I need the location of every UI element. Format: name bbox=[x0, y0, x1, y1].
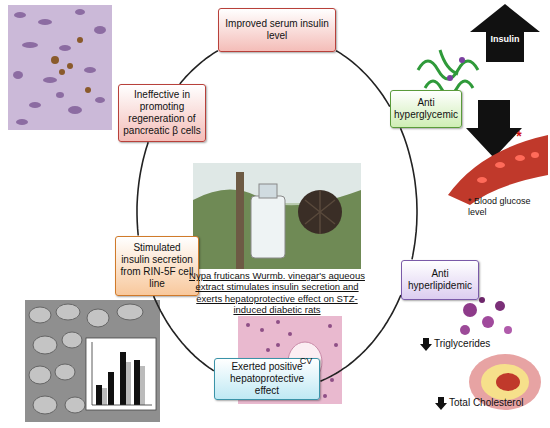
ring-arc bbox=[401, 128, 418, 259]
down-arrow-small bbox=[420, 338, 432, 351]
plaque bbox=[481, 364, 529, 400]
box-text: Anti hyperlipidemic bbox=[406, 268, 474, 292]
ring-arc bbox=[336, 51, 390, 107]
outcome-box: Ineffective in promoting regeneration of… bbox=[118, 84, 206, 142]
outcome-box: Improved serum insulin level bbox=[218, 8, 336, 52]
annotation-text: * Blood glucose level bbox=[468, 196, 550, 218]
stained-beta-cells bbox=[51, 37, 91, 93]
ring-arc bbox=[321, 295, 401, 381]
center-title: Nypa fruticans Wurmb. vinegar's aqueous … bbox=[189, 270, 365, 316]
ring-arc bbox=[154, 296, 214, 371]
chart-bars-light bbox=[102, 362, 145, 405]
insulin-protein bbox=[418, 50, 478, 95]
artery-lumen bbox=[496, 373, 520, 391]
fruit-texture bbox=[305, 190, 335, 234]
triglyceride-spheres bbox=[460, 297, 512, 335]
nypa-photo bbox=[193, 163, 361, 269]
box-text: Anti hyperglycemic bbox=[394, 97, 458, 121]
sem-micrograph bbox=[25, 300, 160, 422]
box-text: Exerted positive hepatoprotective effect bbox=[219, 361, 315, 397]
vinegar-bottle bbox=[251, 196, 285, 258]
blood-vessel bbox=[448, 135, 548, 205]
histology-cells bbox=[13, 9, 106, 125]
arrow-label: Insulin bbox=[486, 34, 524, 45]
annotation-text: Total Cholesterol bbox=[449, 397, 549, 409]
photo-stem bbox=[236, 172, 244, 269]
box-content: Anti hyperlipidemic bbox=[406, 268, 474, 292]
asterisk-mark: * bbox=[512, 128, 526, 145]
bar-chart-inset bbox=[86, 338, 156, 410]
down-arrow-small bbox=[435, 397, 447, 410]
chart-axis bbox=[92, 342, 93, 405]
annotation-text: Triglycerides bbox=[434, 338, 514, 350]
outcome-box: Stimulated insulin secretion from RIN-5F… bbox=[115, 236, 199, 296]
bottle-neck bbox=[259, 184, 277, 198]
outcome-box: Anti hyperglycemic bbox=[390, 90, 462, 128]
ring-arc bbox=[180, 51, 218, 84]
box-text: Improved serum insulin level bbox=[223, 18, 331, 42]
chart-bars bbox=[96, 352, 140, 405]
box-content: Exerted positive hepatoprotective effect bbox=[219, 361, 315, 397]
up-arrow bbox=[470, 4, 540, 62]
nypa-fruit bbox=[298, 190, 342, 234]
box-content: Improved serum insulin level bbox=[223, 18, 331, 42]
red-blood-cells bbox=[477, 152, 539, 183]
box-text: Stimulated insulin secretion from RIN-5F… bbox=[120, 242, 194, 290]
ring-arc bbox=[137, 142, 148, 235]
box-content: Stimulated insulin secretion from RIN-5F… bbox=[120, 242, 194, 290]
chart-axis bbox=[92, 405, 152, 406]
photo-foliage bbox=[193, 189, 361, 269]
protein-atoms bbox=[447, 57, 465, 81]
vein-label: CV bbox=[296, 356, 316, 367]
box-content: Ineffective in promoting regeneration of… bbox=[123, 89, 201, 137]
box-text: Ineffective in promoting regeneration of… bbox=[123, 89, 201, 137]
outcome-box: Anti hyperlipidemic bbox=[401, 260, 479, 300]
pancreas-histology bbox=[8, 5, 112, 130]
box-content: Anti hyperglycemic bbox=[394, 97, 458, 121]
